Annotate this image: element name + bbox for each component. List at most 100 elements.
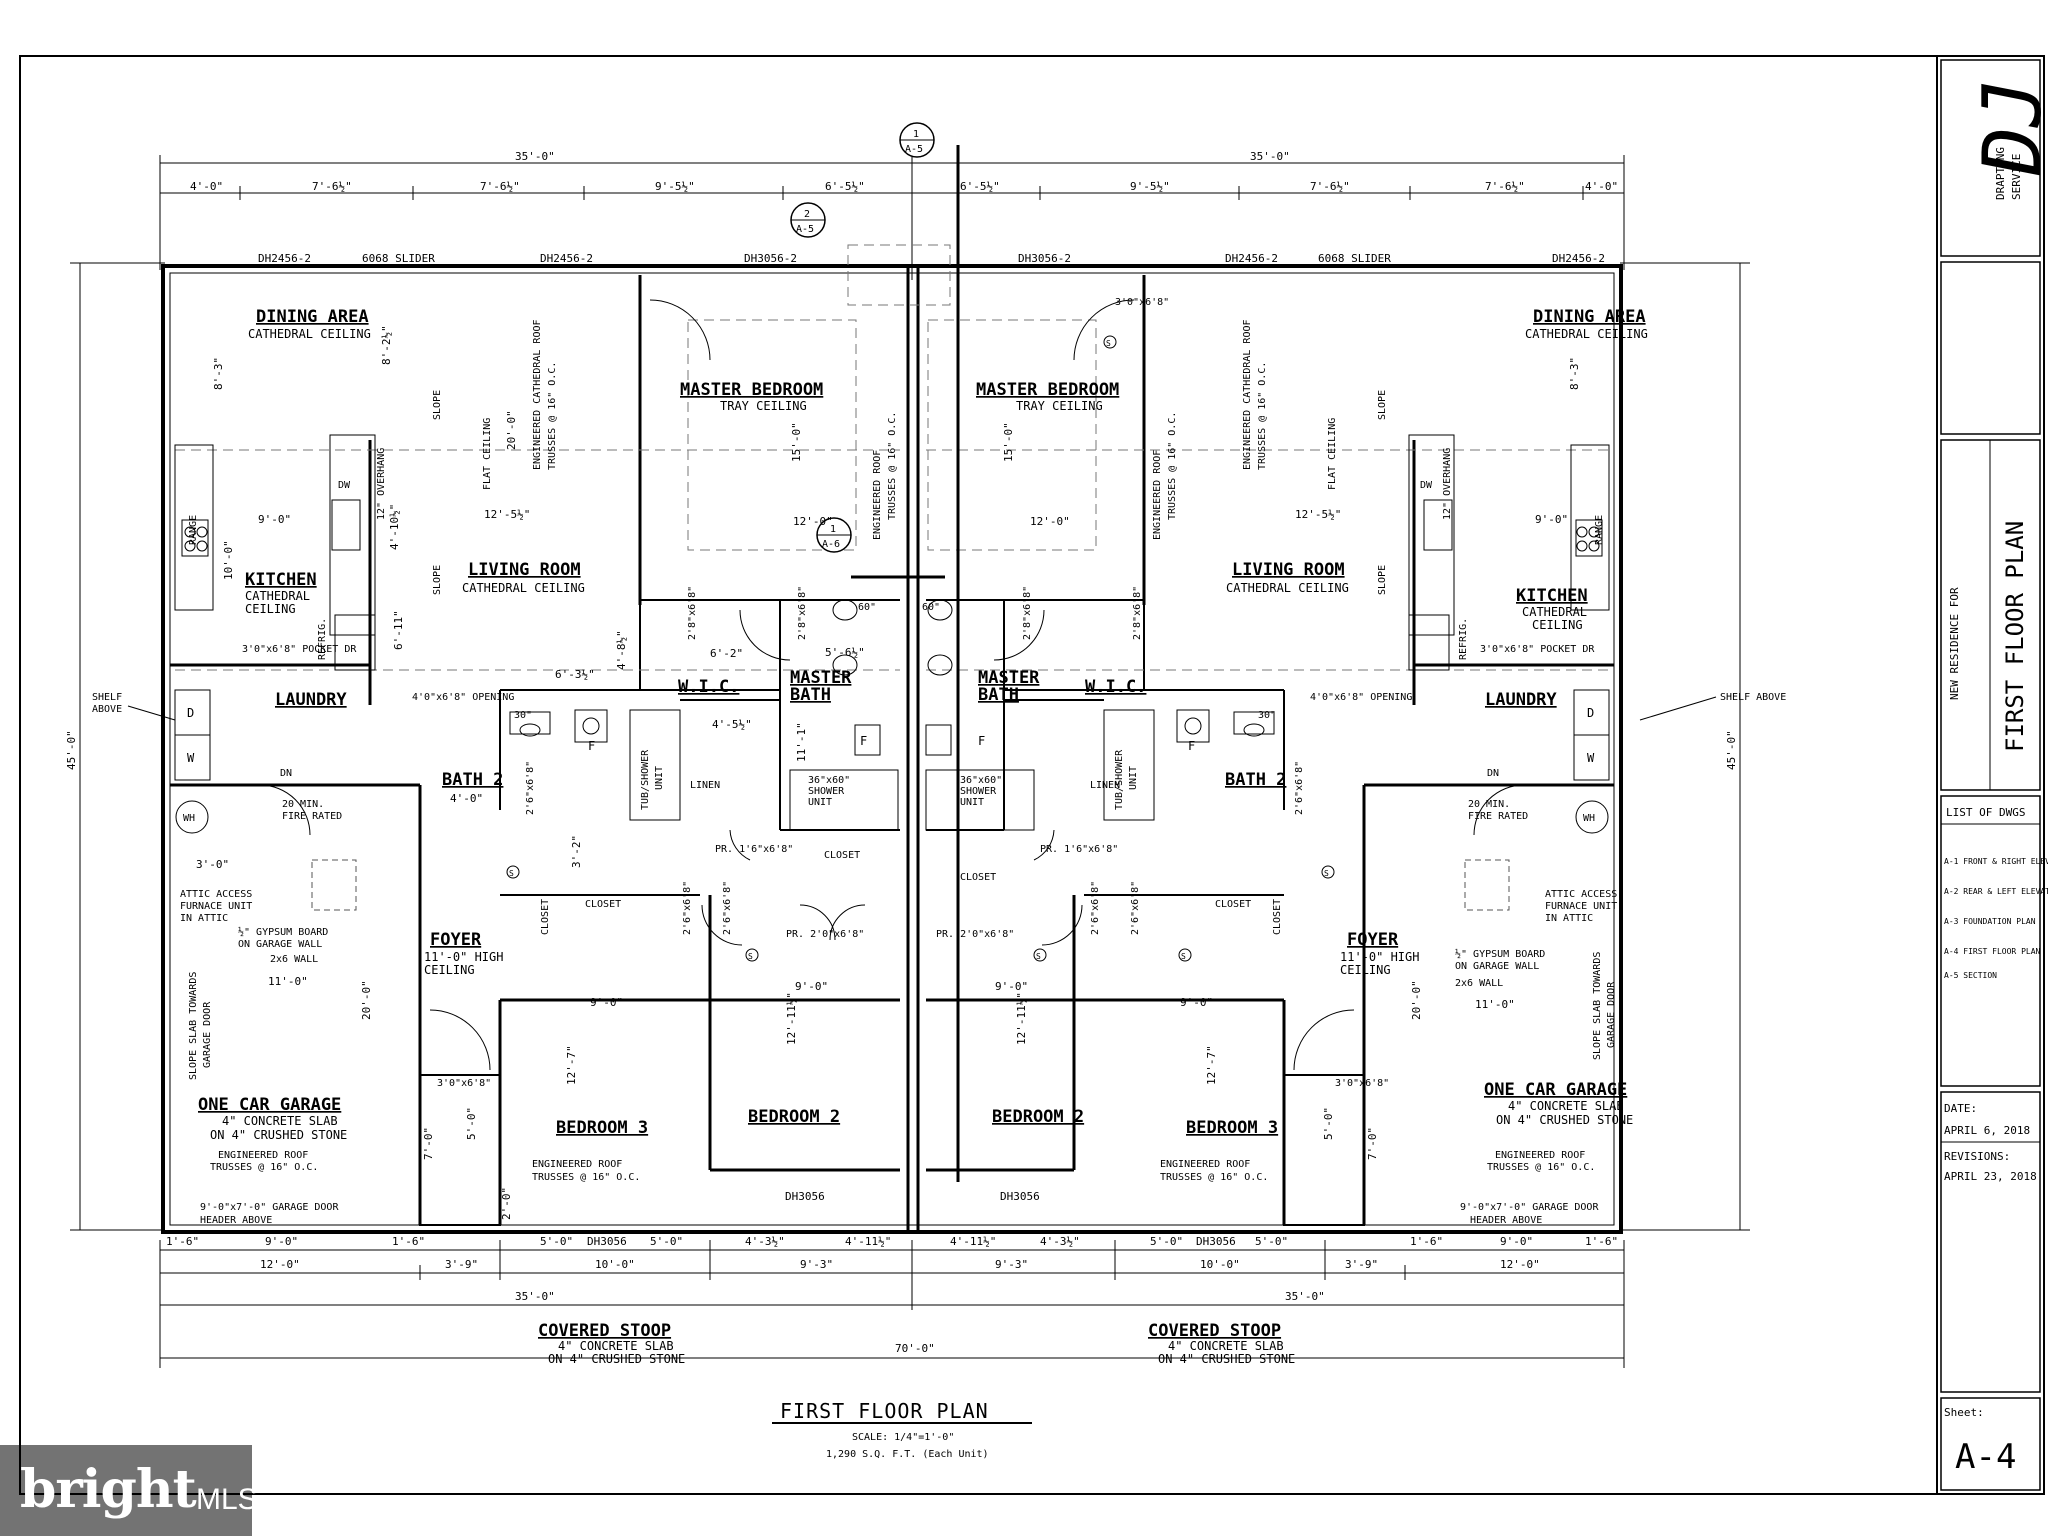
- wic-label: W.I.C.: [678, 677, 739, 697]
- drawing-item-3: A-3 FOUNDATION PLAN: [1944, 917, 2036, 926]
- dim-int-9: 4'-10½": [388, 504, 401, 550]
- logo-box: [1940, 59, 2041, 257]
- dim-bottom-14: 9'-3": [995, 1258, 1028, 1271]
- drawing-list-box: [1940, 795, 2041, 1087]
- stoop-note-1-r: 4" CONCRETE SLAB: [1168, 1339, 1284, 1353]
- toilet-f-2: F: [860, 734, 867, 748]
- dim-int-18: 3'-0": [196, 858, 229, 871]
- slope-slab-2: GARAGE DOOR: [202, 1001, 213, 1068]
- new-residence-label: NEW RESIDENCE FOR: [1948, 587, 1961, 700]
- sheet-scale: SCALE: 1/4"=1'-0": [852, 1432, 954, 1443]
- pr-door-1-r: PR. 1'6"x6'8": [1040, 844, 1118, 855]
- closet-label-1-r: CLOSET: [960, 872, 996, 883]
- door-30-1: 3'0"x6'8": [1115, 297, 1169, 308]
- dim-top-seg-7: 9'-5½": [1130, 180, 1170, 193]
- closet-label-3-r: CLOSET: [1272, 899, 1283, 935]
- pr-door-1: PR. 1'6"x6'8": [715, 844, 793, 855]
- drawing-item-4: A-4 FIRST FLOOR PLAN: [1944, 947, 2041, 956]
- drawing-list-header: LIST OF DWGS: [1946, 806, 2025, 819]
- linen-label-r: LINEN: [1090, 780, 1120, 791]
- dim-bottom-right-35: 35'-0": [1285, 1290, 1325, 1303]
- dim-int-26: 8'-3": [1568, 357, 1581, 390]
- window-label-5: DH3056-2: [1018, 252, 1071, 265]
- dim-bottom-7: 5'-0": [650, 1235, 683, 1248]
- eng-roof-vertical-r: ENGINEERED ROOF: [1152, 450, 1163, 540]
- bedroom3-label-r: BEDROOM 3: [1186, 1118, 1278, 1138]
- title-block: DJ DRAPTING SERVICE NEW RESIDENCE FOR FI…: [1940, 59, 2048, 1491]
- water-heater-label-r: WH: [1583, 813, 1595, 824]
- section-1-top: 1: [913, 129, 919, 140]
- window-label-3: DH2456-2: [540, 252, 593, 265]
- garage-door-r: 9'-0"x7'-0" GARAGE DOOR: [1460, 1202, 1599, 1213]
- stoop-note-2-r: ON 4" CRUSHED STONE: [1158, 1352, 1295, 1366]
- side-dimensions: [70, 262, 1750, 1231]
- slope-1: SLOPE: [432, 390, 443, 420]
- shower-label: SHOWER: [808, 786, 845, 797]
- range-label: RANGE: [188, 515, 199, 545]
- dim-int-16: 11'-1": [795, 722, 808, 762]
- dim-top-seg-10: 4'-0": [1585, 180, 1618, 193]
- flat-ceiling: FLAT CEILING: [482, 418, 493, 490]
- shelf-above-left-2: ABOVE: [92, 704, 122, 715]
- door-30-3: 3'0"x6'8": [1335, 1078, 1389, 1089]
- dim-bottom-22: 12'-0": [1500, 1258, 1540, 1271]
- watermark-bright: bright: [20, 1459, 197, 1520]
- dining-area-label-r: DINING AREA: [1533, 307, 1646, 327]
- drawing-item-5: A-5 SECTION: [1944, 971, 1997, 980]
- master-bath-label-1-r: MASTER: [978, 668, 1040, 688]
- revisions-value: APRIL 23, 2018: [1944, 1170, 2037, 1183]
- door-28-1: 2'8"x6'8": [687, 586, 698, 640]
- dim-int-20: 20'-0": [360, 980, 373, 1020]
- dim-bottom-15: 5'-0": [1150, 1235, 1183, 1248]
- foyer-note-2: CEILING: [424, 963, 475, 977]
- section-2-top: 2: [804, 209, 810, 220]
- dim-bottom-2: 9'-0": [265, 1235, 298, 1248]
- dim-bottom-9: 4'-3½": [745, 1235, 785, 1248]
- window-label-6: DH2456-2: [1225, 252, 1278, 265]
- gypsum-note-2: ON GARAGE WALL: [238, 939, 322, 950]
- drawing-item-1: A-1 FRONT & RIGHT ELEVATIONS: [1944, 857, 2048, 866]
- revisions-label: REVISIONS:: [1944, 1150, 2010, 1163]
- section-1-bottom: A-5: [905, 144, 923, 155]
- dim-int-25: 9'-0": [590, 996, 623, 1009]
- garage-label: ONE CAR GARAGE: [198, 1095, 341, 1115]
- attic-hatch: [311, 859, 357, 911]
- dim-int-33: 12'-11½": [1015, 992, 1028, 1045]
- dim-int-35: 9'-0": [995, 980, 1028, 993]
- slope-2-r: SLOPE: [1377, 565, 1388, 595]
- living-room-note-r: CATHEDRAL CEILING: [1226, 581, 1349, 595]
- watermark-mls: MLS: [196, 1483, 258, 1516]
- kitchen-fixtures-r: [1408, 434, 1610, 671]
- section-2-bottom: A-5: [796, 224, 814, 235]
- dim-bottom-10: 4'-11½": [845, 1235, 891, 1248]
- dim-overall-top-left: 35'-0": [515, 150, 555, 163]
- section-3-bottom: A-6: [822, 539, 840, 550]
- dim-int-31: 11'-0": [1475, 998, 1515, 1011]
- wall-note-r: 2x6 WALL: [1455, 978, 1503, 989]
- header-above: HEADER ABOVE: [200, 1215, 272, 1226]
- client-box: [1940, 261, 2041, 435]
- dim-overall-side-left: 45'-0": [65, 730, 78, 770]
- door-swings: [259, 299, 1525, 1071]
- bedroom2-label-r: BEDROOM 2: [992, 1107, 1084, 1127]
- opening-label: 4'0"x6'8" OPENING: [412, 692, 514, 703]
- dim-bottom-17: 10'-0": [1200, 1258, 1240, 1271]
- smoke-label-5: S: [1036, 952, 1041, 961]
- sheet-number-box: [1940, 1397, 2041, 1491]
- furnace-unit-r: FURNACE UNIT: [1545, 901, 1617, 912]
- dim-bottom-3: 1'-6": [392, 1235, 425, 1248]
- bright-mls-watermark: bright MLS: [0, 1445, 258, 1536]
- opening-label-r: 4'0"x6'8" OPENING: [1310, 692, 1412, 703]
- dim-int-6: 12'-5½": [484, 508, 530, 521]
- bath2-label-r: BATH 2: [1225, 770, 1286, 790]
- laundry-appliances: [174, 689, 1610, 834]
- master-bath-label-2: BATH: [790, 685, 831, 705]
- wall-note: 2x6 WALL: [270, 954, 318, 965]
- shower-label-r: SHOWER: [960, 786, 997, 797]
- foyer-note-1-r: 11'-0" HIGH: [1340, 950, 1419, 964]
- in-attic-r: IN ATTIC: [1545, 913, 1593, 924]
- window-label-9: DH3056: [587, 1235, 627, 1248]
- dryer-label: D: [187, 706, 194, 720]
- lav-60-r: 60": [922, 602, 940, 613]
- door-28-2: 2'8"x6'8": [797, 586, 808, 640]
